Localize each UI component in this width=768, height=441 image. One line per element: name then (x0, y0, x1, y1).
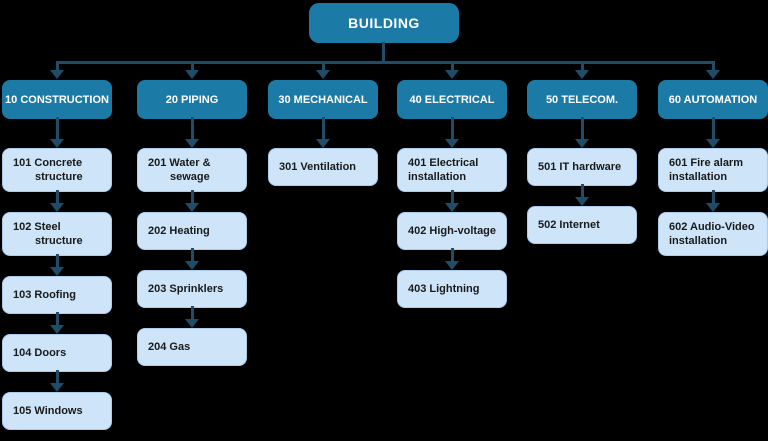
leaf-node-label-line: structure (35, 171, 83, 183)
down-arrow (397, 248, 507, 270)
connector-drop (711, 61, 715, 71)
leaf-node-label-line: 204 Gas (148, 341, 191, 353)
down-arrow (268, 117, 378, 148)
leaf-node-label-line: 202 Heating (148, 225, 210, 237)
leaf-node-301: 301 Ventilation (268, 148, 378, 186)
leaf-node-label-line: structure (35, 235, 83, 247)
leaf-node-label-line: 301 Ventilation (279, 161, 357, 173)
connector-drop (321, 61, 325, 71)
column-50-telecom: 50 TELECOM. 501 IT hardware 502 Internet (527, 80, 637, 244)
down-arrow (658, 190, 768, 212)
leaf-node-202: 202 Heating (137, 212, 247, 250)
down-arrow (527, 117, 637, 148)
down-arrow (2, 312, 112, 334)
leaf-node-label-line: 501 IT hardware (538, 161, 622, 173)
connector-drop (580, 61, 584, 71)
category-node-60-automation: 60 AUTOMATION (658, 80, 768, 119)
leaf-node-402: 402 High-voltage (397, 212, 507, 250)
leaf-node-103: 103 Roofing (2, 276, 112, 314)
leaf-node-label-line: installation (669, 235, 728, 247)
connector-drop (450, 61, 454, 71)
down-arrowhead-icon (316, 70, 330, 79)
down-arrow (527, 184, 637, 206)
leaf-node-204: 204 Gas (137, 328, 247, 366)
leaf-node-105: 105 Windows (2, 392, 112, 430)
leaf-node-label-line: 401 Electrical (408, 157, 479, 169)
down-arrow (137, 190, 247, 212)
leaf-node-label-line: 201 Water & (148, 157, 211, 169)
connector-drop (190, 61, 194, 71)
leaf-node-label-line: 105 Windows (13, 405, 83, 417)
down-arrow (2, 190, 112, 212)
down-arrow (397, 190, 507, 212)
leaf-node-601: 601 Fire alarm installation (658, 148, 768, 192)
connector-drop (55, 61, 59, 71)
down-arrowhead-icon (185, 70, 199, 79)
leaf-node-label-line: installation (408, 171, 467, 183)
connector-stem (382, 42, 385, 63)
connector-bus (57, 61, 713, 64)
leaf-node-label-line: 602 Audio-Video (669, 221, 755, 233)
leaf-node-label-line: 101 Concrete (13, 157, 83, 169)
down-arrow (137, 117, 247, 148)
leaf-node-203: 203 Sprinklers (137, 270, 247, 308)
leaf-node-501: 501 IT hardware (527, 148, 637, 186)
down-arrowhead-icon (706, 70, 720, 79)
category-node-30-mechanical: 30 MECHANICAL (268, 80, 378, 119)
category-node-50-telecom: 50 TELECOM. (527, 80, 637, 119)
leaf-node-102: 102 Steel structure (2, 212, 112, 256)
down-arrow (2, 254, 112, 276)
category-node-20-piping: 20 PIPING (137, 80, 247, 119)
down-arrowhead-icon (50, 70, 64, 79)
leaf-node-label-line: 103 Roofing (13, 289, 76, 301)
leaf-node-602: 602 Audio-Video installation (658, 212, 768, 256)
down-arrow (658, 117, 768, 148)
category-node-10-construction: 10 CONSTRUCTION (2, 80, 112, 119)
leaf-node-403: 403 Lightning (397, 270, 507, 308)
down-arrowhead-icon (575, 70, 589, 79)
leaf-node-label-line: 104 Doors (13, 347, 67, 359)
root-node-building: BUILDING (309, 3, 459, 43)
column-20-piping: 20 PIPING 201 Water & sewage 202 Heating 203… (137, 80, 247, 366)
leaf-node-label-line: installation (669, 171, 728, 183)
down-arrowhead-icon (445, 70, 459, 79)
leaf-node-104: 104 Doors (2, 334, 112, 372)
down-arrow (2, 370, 112, 392)
column-30-mechanical: 30 MECHANICAL 301 Ventilation (268, 80, 378, 186)
down-arrow (2, 117, 112, 148)
leaf-node-401: 401 Electrical installation (397, 148, 507, 192)
leaf-node-label-line: 601 Fire alarm (669, 157, 743, 169)
down-arrow (137, 306, 247, 328)
leaf-node-label-line: 203 Sprinklers (148, 283, 224, 295)
leaf-node-label-line: 402 High-voltage (408, 225, 497, 237)
category-node-40-electrical: 40 ELECTRICAL (397, 80, 507, 119)
down-arrow (137, 248, 247, 270)
leaf-node-101: 101 Concrete structure (2, 148, 112, 192)
leaf-node-label-line: 102 Steel (13, 221, 61, 233)
leaf-node-label-line: sewage (170, 171, 210, 183)
leaf-node-502: 502 Internet (527, 206, 637, 244)
leaf-node-label-line: 502 Internet (538, 219, 600, 231)
leaf-node-label-line: 403 Lightning (408, 283, 480, 295)
down-arrow (397, 117, 507, 148)
leaf-node-201: 201 Water & sewage (137, 148, 247, 192)
